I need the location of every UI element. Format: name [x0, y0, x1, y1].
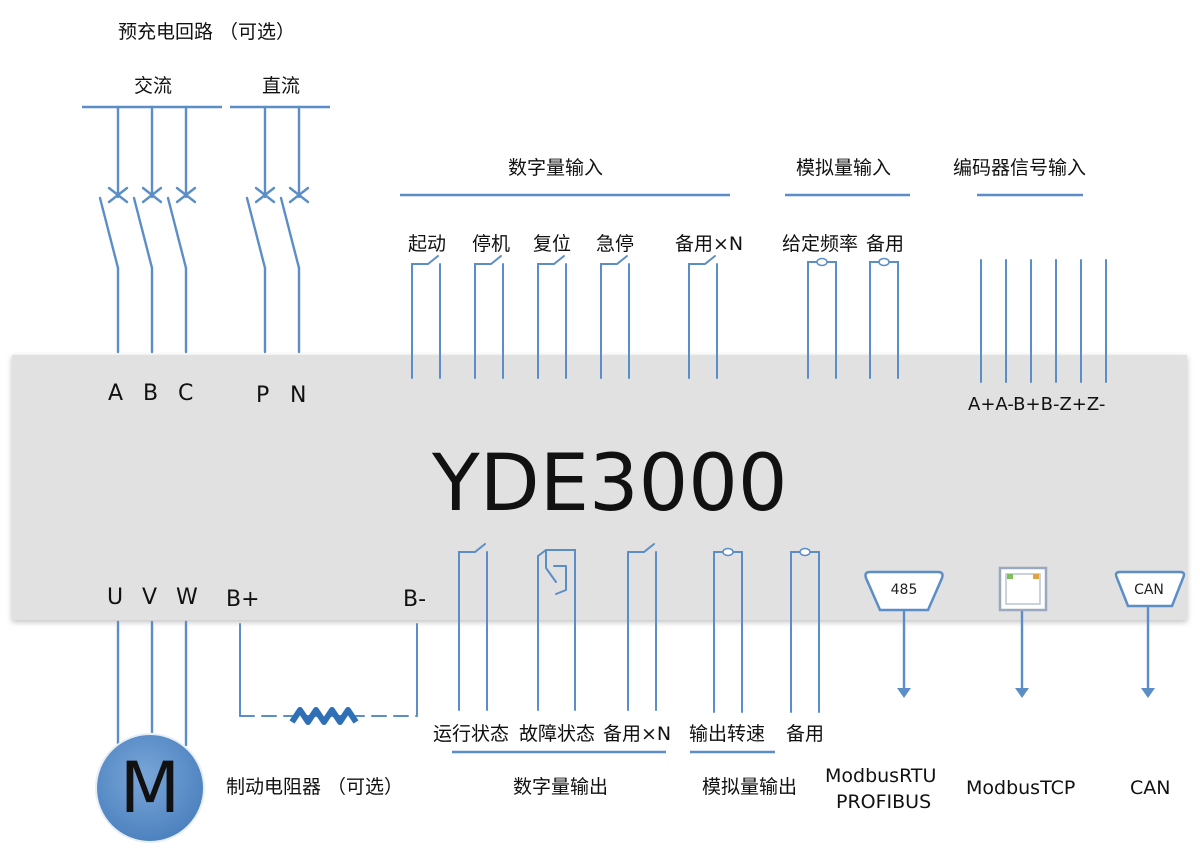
digital-output-title: 数字量输出 [513, 776, 608, 798]
rs485-port-icon: 485 [864, 570, 944, 612]
rs485-arrow [897, 688, 911, 698]
di-reset-label: 复位 [533, 233, 571, 255]
precharge-switches [98, 105, 310, 354]
svg-text:CAN: CAN [1134, 582, 1164, 598]
di-stop-label: 停机 [472, 233, 510, 255]
terminal-b-plus: B+ [226, 587, 260, 612]
encoder-wires [980, 259, 1107, 383]
terminal-n: N [290, 383, 306, 408]
digital-input-title: 数字量输入 [508, 157, 603, 179]
motor-wires [116, 620, 188, 747]
motor-label: M [120, 747, 180, 829]
can-port-icon: CAN [1114, 570, 1186, 608]
can-arrow [1141, 688, 1155, 698]
ao-speed-label: 输出转速 [689, 723, 765, 745]
can-label: CAN [1130, 777, 1170, 799]
terminal-p: P [256, 383, 269, 408]
digital-input-contacts [411, 255, 718, 379]
modbus-rtu-label: ModbusRTU [825, 765, 936, 787]
terminal-v: V [142, 585, 157, 610]
digital-output-contacts [458, 543, 657, 711]
terminal-u: U [107, 585, 123, 610]
do-run-label: 运行状态 [433, 723, 509, 745]
ethernet-arrow [1015, 688, 1029, 698]
motor-circle [95, 733, 205, 843]
terminal-c: C [178, 381, 193, 406]
do-spare-label: 备用×N [603, 723, 671, 745]
precharge-title: 预充电回路 （可选） [118, 21, 295, 43]
brake-resistor-label: 制动电阻器 （可选） [226, 776, 403, 798]
ethernet-port-icon [998, 566, 1048, 612]
brake-resistor-circuit [239, 623, 418, 725]
di-estop-label: 急停 [596, 233, 634, 255]
terminal-w: W [176, 585, 198, 610]
terminal-b-minus: B- [403, 587, 426, 612]
profibus-label: PROFIBUS [836, 791, 931, 813]
model-name: YDE3000 [431, 439, 788, 529]
analog-input-title: 模拟量输入 [796, 157, 891, 179]
ai-spare-label: 备用 [866, 233, 904, 255]
ai-setpoint-label: 给定频率 [782, 233, 858, 255]
ao-spare-label: 备用 [786, 723, 824, 745]
terminal-a: A [108, 381, 123, 406]
analog-input-contacts [807, 257, 899, 379]
analog-output-title: 模拟量输出 [702, 776, 797, 798]
do-fault-label: 故障状态 [519, 723, 595, 745]
encoder-title: 编码器信号输入 [953, 157, 1086, 179]
di-spare-label: 备用×N [675, 233, 743, 255]
encoder-terminals: A+A-B+B-Z+Z- [968, 394, 1105, 415]
ac-label: 交流 [134, 75, 172, 97]
terminal-b: B [143, 381, 158, 406]
analog-output-contacts [713, 547, 820, 713]
modbus-tcp-label: ModbusTCP [966, 777, 1075, 799]
dc-label: 直流 [262, 75, 300, 97]
di-start-label: 起动 [408, 233, 446, 255]
controller-panel [12, 355, 1187, 620]
svg-text:485: 485 [891, 582, 918, 598]
